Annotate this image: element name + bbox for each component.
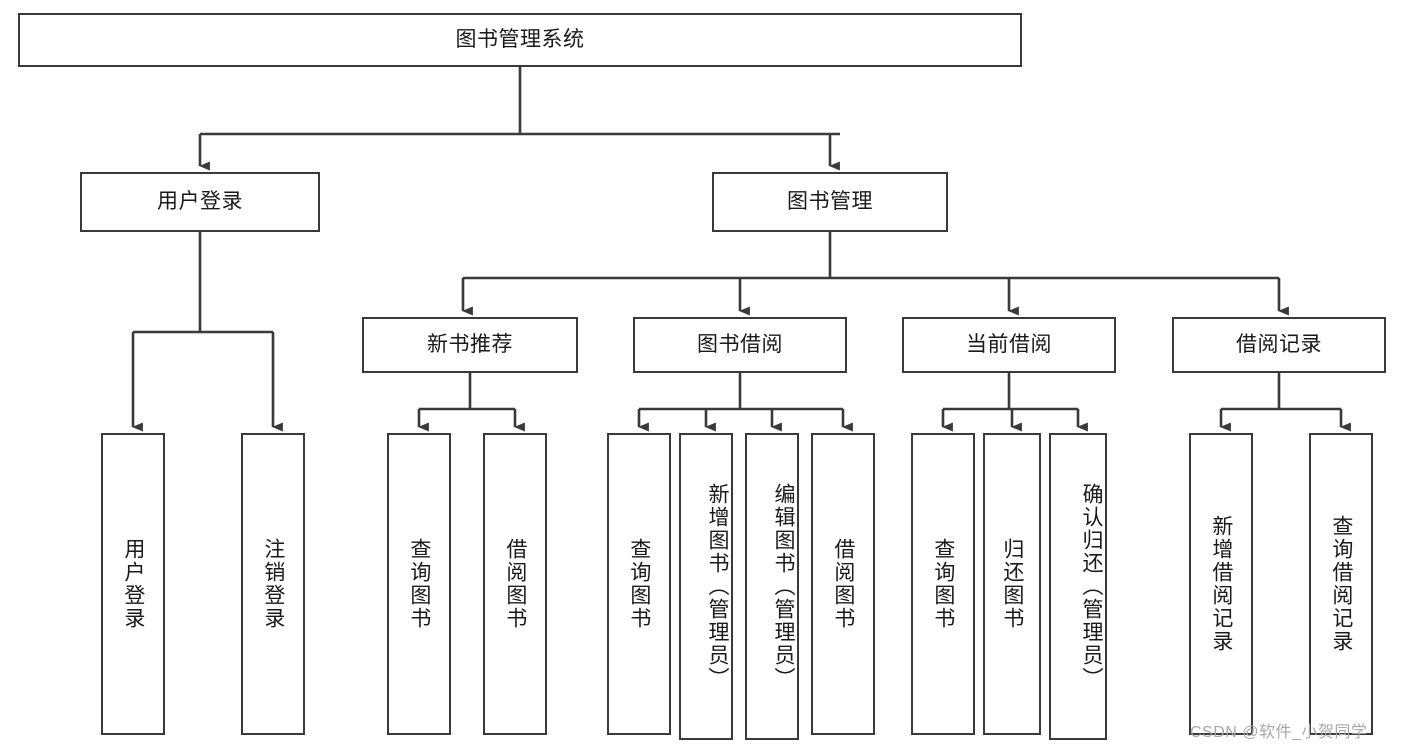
node-leaf-borrow-book-2-label: 借阅图书 (831, 538, 855, 630)
node-book-borrow[interactable]: 图书借阅 (633, 317, 847, 373)
node-leaf-user-logout-label: 注销登录 (261, 538, 285, 630)
node-leaf-confirm-return[interactable]: 确认归还（管理员） (1049, 433, 1107, 740)
node-current-borrow[interactable]: 当前借阅 (902, 317, 1116, 373)
node-leaf-return-book-label: 归还图书 (1000, 538, 1024, 630)
node-leaf-user-login[interactable]: 用户登录 (101, 433, 165, 735)
node-borrow-record[interactable]: 借阅记录 (1172, 317, 1386, 373)
node-leaf-add-record[interactable]: 新增借阅记录 (1189, 433, 1253, 735)
node-leaf-query-book-3-label: 查询图书 (931, 538, 955, 630)
node-leaf-edit-book-label: 编辑图书（管理员） (772, 483, 795, 690)
node-leaf-user-login-label: 用户登录 (121, 538, 145, 630)
node-leaf-query-book-2[interactable]: 查询图书 (607, 433, 671, 735)
node-root[interactable]: 图书管理系统 (18, 13, 1022, 67)
node-leaf-add-book-label: 新增图书（管理员） (706, 483, 729, 690)
node-leaf-edit-book[interactable]: 编辑图书（管理员） (745, 433, 799, 740)
csdn-watermark: CSDN @软件_小贺同学 (1190, 724, 1368, 741)
node-borrow-record-label: 借阅记录 (1236, 333, 1322, 357)
node-root-label: 图书管理系统 (455, 28, 585, 52)
node-leaf-query-book-2-label: 查询图书 (627, 538, 651, 630)
node-book-manage[interactable]: 图书管理 (712, 172, 948, 232)
node-leaf-borrow-book-1[interactable]: 借阅图书 (483, 433, 547, 735)
node-leaf-return-book[interactable]: 归还图书 (983, 433, 1041, 735)
node-leaf-add-record-label: 新增借阅记录 (1209, 515, 1233, 653)
node-leaf-borrow-book-1-label: 借阅图书 (503, 538, 527, 630)
node-leaf-borrow-book-2[interactable]: 借阅图书 (811, 433, 875, 735)
node-new-book-rec[interactable]: 新书推荐 (362, 317, 578, 373)
node-leaf-user-logout[interactable]: 注销登录 (241, 433, 305, 735)
node-new-book-rec-label: 新书推荐 (427, 333, 513, 357)
node-book-borrow-label: 图书借阅 (697, 333, 783, 357)
node-leaf-confirm-return-label: 确认归还（管理员） (1080, 483, 1103, 690)
node-leaf-query-book-1-label: 查询图书 (407, 538, 431, 630)
node-leaf-add-book[interactable]: 新增图书（管理员） (679, 433, 733, 740)
node-user-login-label: 用户登录 (157, 190, 243, 214)
node-user-login[interactable]: 用户登录 (80, 172, 320, 232)
node-book-manage-label: 图书管理 (787, 190, 873, 214)
node-leaf-query-book-1[interactable]: 查询图书 (387, 433, 451, 735)
node-leaf-query-book-3[interactable]: 查询图书 (911, 433, 975, 735)
node-current-borrow-label: 当前借阅 (966, 333, 1052, 357)
node-leaf-query-record-label: 查询借阅记录 (1329, 515, 1353, 653)
node-leaf-query-record[interactable]: 查询借阅记录 (1309, 433, 1373, 735)
